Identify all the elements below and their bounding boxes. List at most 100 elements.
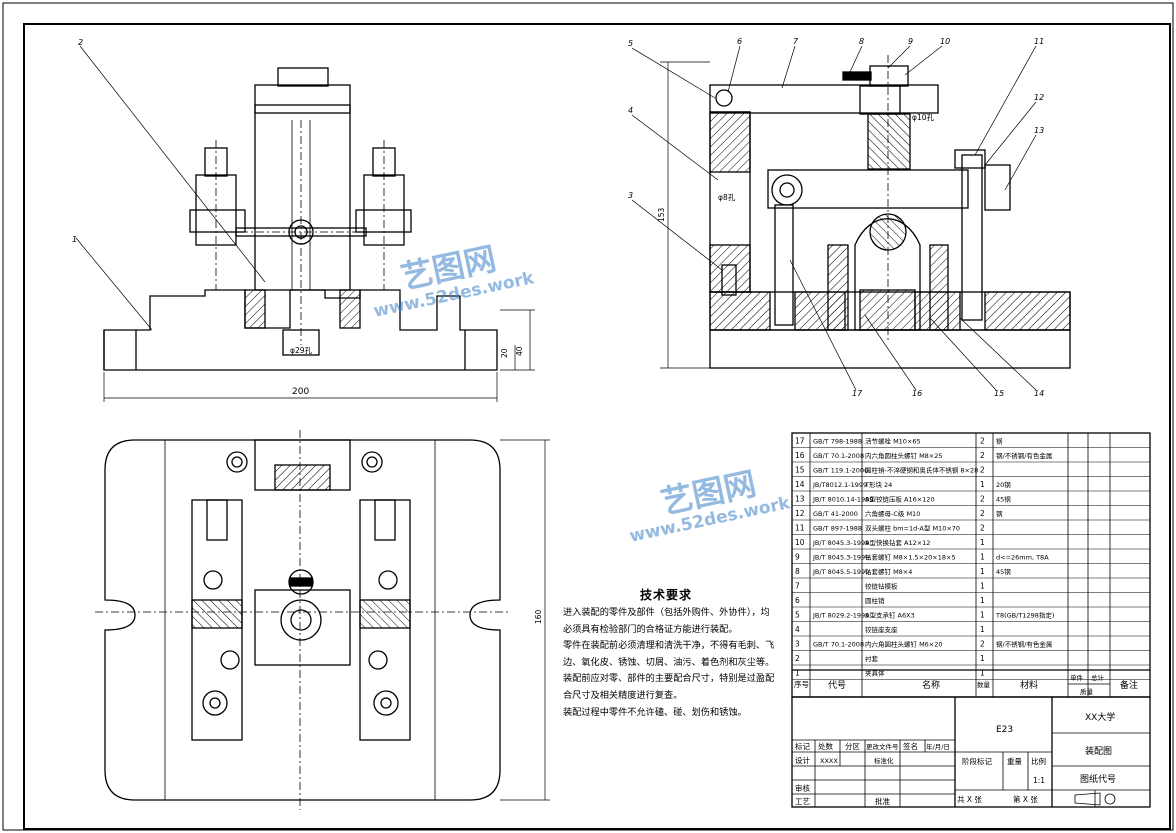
bom-cell-code: JB/T 8029.2-1999 xyxy=(812,612,869,620)
tech-req-line-4: 装配过程中零件不允许磕、碰、划伤和锈蚀。 xyxy=(563,706,747,718)
leader-11: 11 xyxy=(1034,37,1044,46)
leader-15: 15 xyxy=(994,389,1004,398)
title-school: XX大学 xyxy=(1085,711,1115,723)
bom-cell-code: JB/T8012.1-1999 xyxy=(812,481,867,489)
bom-cell-qty: 2 xyxy=(980,495,985,504)
title-label-count: 处数 xyxy=(818,741,833,751)
bom-cell-qty: 1 xyxy=(980,538,985,547)
leader-13: 13 xyxy=(1034,126,1044,135)
bom-cell-no: 10 xyxy=(795,538,805,547)
dim-bore-right: φ10孔 xyxy=(912,113,934,122)
leader-12: 12 xyxy=(1034,93,1044,102)
title-designer: XXXX xyxy=(820,757,838,765)
bom-cell-code: JB/T 8010.14-1999 xyxy=(812,496,873,504)
bom-cell-qty: 1 xyxy=(980,553,985,562)
title-label-approve: 批准 xyxy=(875,796,890,806)
bom-cell-code: JB/T 8045.3-1999 xyxy=(812,539,869,547)
bom-header-note: 备注 xyxy=(1120,679,1138,691)
section-view xyxy=(660,55,1071,369)
bom-cell-qty: 1 xyxy=(980,582,985,591)
bom-cell-mat: 钢/不锈钢/有色金属 xyxy=(996,451,1052,460)
bom-cell-code: JB/T 8045.5-1999 xyxy=(812,568,869,576)
bom-cell-code: JB/T 8045.3-1999 xyxy=(812,554,869,562)
title-drawing-code: 图纸代号 xyxy=(1080,773,1116,785)
title-label-standard: 标准化 xyxy=(874,756,894,765)
leader-17: 17 xyxy=(852,389,863,398)
bom-cell-code: GB/T 41-2000 xyxy=(813,510,858,518)
bom-cell-qty: 2 xyxy=(980,640,985,649)
bom-cell-name: 夹具体 xyxy=(865,669,885,678)
bom-cell-qty: 2 xyxy=(980,524,985,533)
bom-cell-qty: 1 xyxy=(980,654,985,663)
bom-cell-name: 圆柱销 xyxy=(865,596,885,605)
sheet-inner-frame xyxy=(23,23,1171,830)
leader-16: 16 xyxy=(912,389,922,398)
bom-cell-mat: 钢 xyxy=(996,510,1003,518)
leader-6: 6 xyxy=(737,37,742,46)
leader-7: 7 xyxy=(793,37,799,46)
leader-9: 9 xyxy=(908,37,913,46)
bom-cell-no: 9 xyxy=(795,553,800,562)
bom-cell-name: 六角螺母-C级 M10 xyxy=(865,509,920,518)
leader-3: 3 xyxy=(628,191,633,200)
bom-cell-name: 内六角圆柱头螺钉 M6×20 xyxy=(865,640,943,649)
bom-cell-no: 8 xyxy=(795,567,800,576)
bom-cell-qty: 1 xyxy=(980,625,985,634)
title-label-date: 年/月/日 xyxy=(926,742,950,751)
leader-14: 14 xyxy=(1034,389,1044,398)
leader-8: 8 xyxy=(859,37,864,46)
bom-cell-mat: d<=26mm, T8A xyxy=(996,554,1049,562)
bom-cell-no: 13 xyxy=(795,495,805,504)
bom-cell-no: 1 xyxy=(795,669,800,678)
tech-req-body: 进入装配的零件及部件（包括外购件、外协件），均必须具有检验部门的合格证方能进行装… xyxy=(563,605,778,721)
section-leaders xyxy=(631,45,1037,391)
bom-cell-name: 双头螺柱 bm=1d-A型 M10×70 xyxy=(865,524,960,533)
bom-cell-no: 2 xyxy=(795,654,800,663)
title-label-sign: 签名 xyxy=(903,741,918,751)
bom-cell-code: GB/T 897-1988 xyxy=(813,525,862,533)
bom-cell-name: 钻套螺钉 M8×4 xyxy=(865,567,912,576)
bom-cell-no: 4 xyxy=(795,625,800,634)
bom-cell-qty: 1 xyxy=(980,480,985,489)
title-label-mark: 标记 xyxy=(795,741,810,751)
bom-cell-qty: 2 xyxy=(980,451,985,460)
leader-5: 5 xyxy=(628,39,633,48)
bom-cell-no: 5 xyxy=(795,611,800,620)
tech-req-line-3: 装配前应对零、部件的主要配合尺寸，特别是过盈配合尺寸及相关精度进行复查。 xyxy=(563,673,775,701)
bom-cell-name: A型快换钻套 A12×12 xyxy=(865,538,930,547)
bom-header-unit: 单件 xyxy=(1070,673,1084,682)
dim-total-height: 153 xyxy=(657,207,666,222)
bom-cell-name: 圆柱销-不淬硬钢和奥氏体不锈钢 8×28 xyxy=(865,466,978,475)
bom-header-qty: 数量 xyxy=(977,680,991,689)
bom-cell-qty: 2 xyxy=(980,509,985,518)
bom-cell-name: A型铰链压板 A16×120 xyxy=(865,495,935,504)
bom-cell-mat: 45钢 xyxy=(996,568,1011,576)
bom-cell-no: 16 xyxy=(795,451,805,460)
bom-cell-code: GB/T 70.1-2008 xyxy=(813,452,864,460)
dim-plan-height: 160 xyxy=(534,609,543,624)
dim-overall-width: 200 xyxy=(292,387,309,397)
bom-cell-no: 7 xyxy=(795,582,800,591)
bom-cell-qty: 2 xyxy=(980,466,985,475)
title-drawing-name: 装配图 xyxy=(1085,745,1112,757)
bom-cell-no: 11 xyxy=(795,524,805,533)
title-weight: 重量 xyxy=(1007,757,1022,766)
bom-cell-name: T形块 24 xyxy=(864,480,892,489)
leader-10: 10 xyxy=(940,37,950,46)
front-view xyxy=(103,67,535,402)
bom-header-code: 代号 xyxy=(828,680,846,691)
bom-cell-name: 铰链座支座 xyxy=(865,625,898,634)
bom-cell-name: 铰链钻模板 xyxy=(865,582,898,591)
bom-header-no: 序号 xyxy=(794,679,809,689)
bom-header-weight: 质量 xyxy=(1080,687,1094,696)
title-label-check: 审核 xyxy=(795,783,810,793)
dim-pin-hole: φ8孔 xyxy=(718,193,736,202)
dim-bore-left: φ29孔 xyxy=(290,346,312,355)
bom-cell-mat: 钢/不锈钢/有色金属 xyxy=(996,640,1052,649)
bom-cell-name: 钻套螺钉 M8×1.5×20×18×5 xyxy=(865,553,956,562)
bom-cell-no: 6 xyxy=(795,596,800,605)
bom-cell-qty: 1 xyxy=(980,611,985,620)
bom-cell-qty: 2 xyxy=(980,437,985,446)
